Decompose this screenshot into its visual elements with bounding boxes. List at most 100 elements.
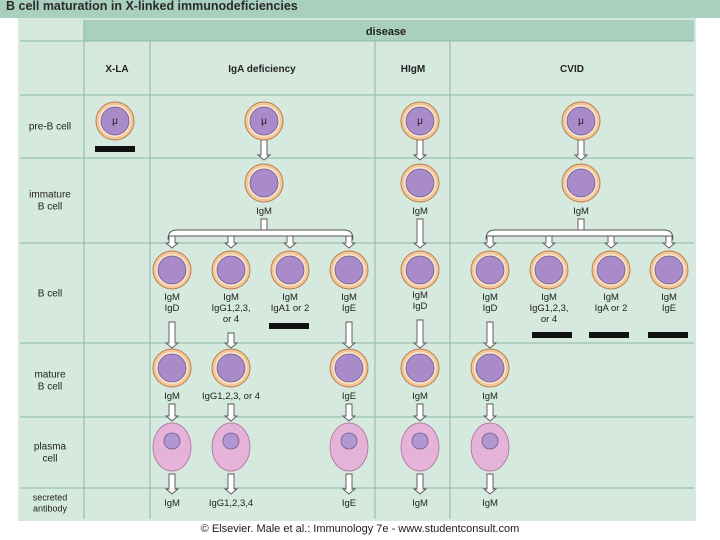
plasma-nucleus <box>163 432 181 450</box>
cell-nucleus <box>566 168 596 198</box>
cell-nucleus <box>216 353 246 383</box>
cell-nucleus <box>405 106 435 136</box>
pre-b-cell-iga: μ <box>244 101 284 141</box>
antibody-label-iga-1: IgM <box>164 498 180 509</box>
column-header-higm: HIgM <box>401 64 425 75</box>
mu-chain-label: μ <box>417 116 423 127</box>
column-header-cvid: CVID <box>560 64 584 75</box>
row-label-secreted-antibody: antibody <box>33 504 68 514</box>
arrow-higm-mature-to-plasma <box>412 403 428 422</box>
branch-arrowhead <box>482 235 498 249</box>
mature-b-cell-cvid-1 <box>470 348 510 388</box>
branch-arrowhead <box>341 235 357 249</box>
arrow-iga-1-b-to-mature <box>164 321 180 349</box>
mu-chain-label: μ <box>112 116 118 127</box>
pre-b-cell-higm: μ <box>400 101 440 141</box>
immature-b-cell-higm <box>400 163 440 203</box>
isotype-label-immature-higm: IgM <box>412 206 428 217</box>
arrow-iga-4-b-to-mature <box>341 321 357 349</box>
cell-nucleus <box>596 255 626 285</box>
isotype-label-mature-cvid-1: IgM <box>482 391 498 402</box>
block-bar-cvid-ige <box>648 332 688 338</box>
isotype-label-b-iga-3: IgA1 or 2 <box>271 303 310 314</box>
antibody-label-cvid-1: IgM <box>482 498 498 509</box>
isotype-label-b-higm: IgD <box>413 301 428 312</box>
cell-nucleus <box>475 255 505 285</box>
cell-nucleus <box>475 353 505 383</box>
cell-nucleus <box>334 353 364 383</box>
isotype-label-b-cvid-4: IgE <box>662 303 676 314</box>
branch-arrowhead <box>661 235 677 249</box>
copyright-notice: © Elsevier. Male et al.: Immunology 7e -… <box>200 523 520 535</box>
isotype-label-b-iga-2: IgG1,2,3, <box>211 303 250 314</box>
isotype-label-b-iga-2: IgM <box>223 292 239 303</box>
cell-nucleus <box>249 106 279 136</box>
mature-b-cell-iga-4 <box>329 348 369 388</box>
branch-arrowhead <box>541 235 557 249</box>
b-cell-cvid-2 <box>529 250 569 290</box>
diagram-title: B cell maturation in X-linked immunodefi… <box>6 0 298 13</box>
arrow-iga-pre-to-immature <box>256 139 272 161</box>
isotype-label-b-cvid-4: IgM <box>661 292 677 303</box>
arrow-iga-1-mature-to-plasma <box>164 403 180 422</box>
row-label-pre-b-cell: pre-B cell <box>29 122 71 133</box>
b-cell-cvid-3 <box>591 250 631 290</box>
row-label-b-cell: B cell <box>38 289 62 300</box>
row-label-plasma-cell: plasma <box>34 442 67 453</box>
mature-b-cell-iga-1 <box>152 348 192 388</box>
arrow-higm-plasma-to-secreted <box>412 473 428 495</box>
antibody-label-iga-2: IgG1,2,3,4 <box>209 498 253 509</box>
diagram-title-bar: B cell maturation in X-linked immunodefi… <box>0 0 720 18</box>
block-bar-cvid-iga <box>589 332 629 338</box>
plasma-cell-iga-4 <box>329 422 369 472</box>
isotype-label-immature-iga: IgM <box>256 206 272 217</box>
cell-nucleus <box>405 168 435 198</box>
antibody-label-iga-4: IgE <box>342 498 356 509</box>
disease-header-band <box>84 20 694 41</box>
branch-stem <box>260 218 268 231</box>
arrows <box>164 139 677 495</box>
branch-arrowhead <box>223 235 239 249</box>
plasma-nucleus <box>411 432 429 450</box>
cell-nucleus <box>654 255 684 285</box>
pre-b-cell-xla: μ <box>95 101 135 141</box>
arrow-cvid-1-mature-to-plasma <box>482 403 498 422</box>
b-cell-cvid-4 <box>649 250 689 290</box>
cell-nucleus <box>249 168 279 198</box>
arrow-iga-2-b-to-mature <box>223 332 239 349</box>
branch-stem <box>577 218 585 231</box>
isotype-label-b-cvid-3: IgA or 2 <box>595 303 628 314</box>
immature-b-cell-iga <box>244 163 284 203</box>
mu-chain-label: μ <box>261 116 267 127</box>
isotype-label-b-iga-3: IgM <box>282 292 298 303</box>
isotype-label-b-iga-1: IgD <box>165 303 180 314</box>
branch-arrowhead <box>603 235 619 249</box>
column-header-iga-deficiency: IgA deficiency <box>228 64 296 75</box>
block-bars <box>95 146 688 338</box>
cell-nucleus <box>157 255 187 285</box>
mature-b-cell-higm <box>400 348 440 388</box>
isotype-label-b-iga-1: IgM <box>164 292 180 303</box>
plasma-nucleus <box>340 432 358 450</box>
block-bar-xla <box>95 146 135 152</box>
b-cell-iga-1 <box>152 250 192 290</box>
cell-nucleus <box>534 255 564 285</box>
isotype-label-b-cvid-2: IgG1,2,3, <box>529 303 568 314</box>
arrow-iga-4-plasma-to-secreted <box>341 473 357 495</box>
isotype-label-mature-higm: IgM <box>412 391 428 402</box>
row-label-immature-b-cell: B cell <box>38 202 62 213</box>
arrow-cvid-1-b-to-mature <box>482 321 498 349</box>
arrow-higm-b-to-mature <box>412 319 428 349</box>
cell-nucleus <box>566 106 596 136</box>
arrow-higm-immature-to-b <box>412 218 428 249</box>
row-label-mature-b-cell: mature <box>34 370 66 381</box>
antibody-label-higm: IgM <box>412 498 428 509</box>
isotype-label-immature-cvid: IgM <box>573 206 589 217</box>
row-label-immature-b-cell: immature <box>29 190 71 201</box>
arrow-cvid-1-plasma-to-secreted <box>482 473 498 495</box>
isotype-label-mature-iga-2: IgG1,2,3, or 4 <box>202 391 260 402</box>
cell-nucleus <box>334 255 364 285</box>
isotype-label-b-cvid-2: IgM <box>541 292 557 303</box>
